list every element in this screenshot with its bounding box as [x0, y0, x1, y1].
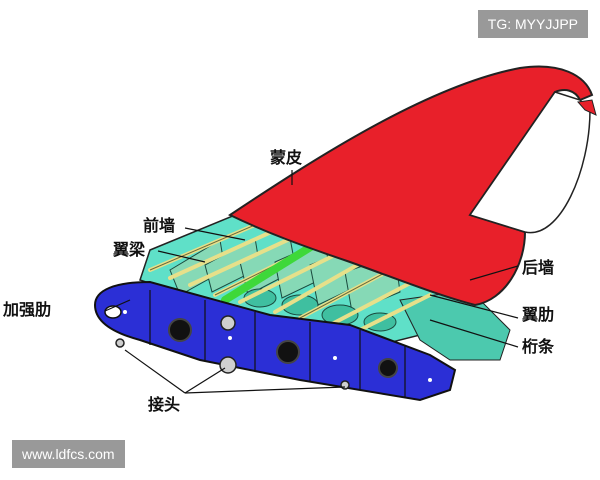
label-stringer: 桁条 — [522, 337, 555, 356]
label-spar: 翼梁 — [113, 240, 146, 259]
reinforced-rib — [93, 280, 457, 402]
label-skin: 蒙皮 — [270, 148, 302, 167]
tg-watermark: TG: MYYJJPP — [477, 10, 588, 38]
skin-panel — [227, 65, 597, 307]
label-front-wall: 前墙 — [143, 216, 175, 235]
label-reinforced-rib: 加强肋 — [2, 300, 51, 319]
leader-lines — [104, 170, 519, 394]
label-wing-rib: 翼肋 — [522, 305, 554, 324]
site-watermark: www.ldfcs.com — [12, 440, 125, 468]
label-rear-wall: 后墙 — [522, 258, 554, 277]
label-joint: 接头 — [148, 395, 180, 414]
